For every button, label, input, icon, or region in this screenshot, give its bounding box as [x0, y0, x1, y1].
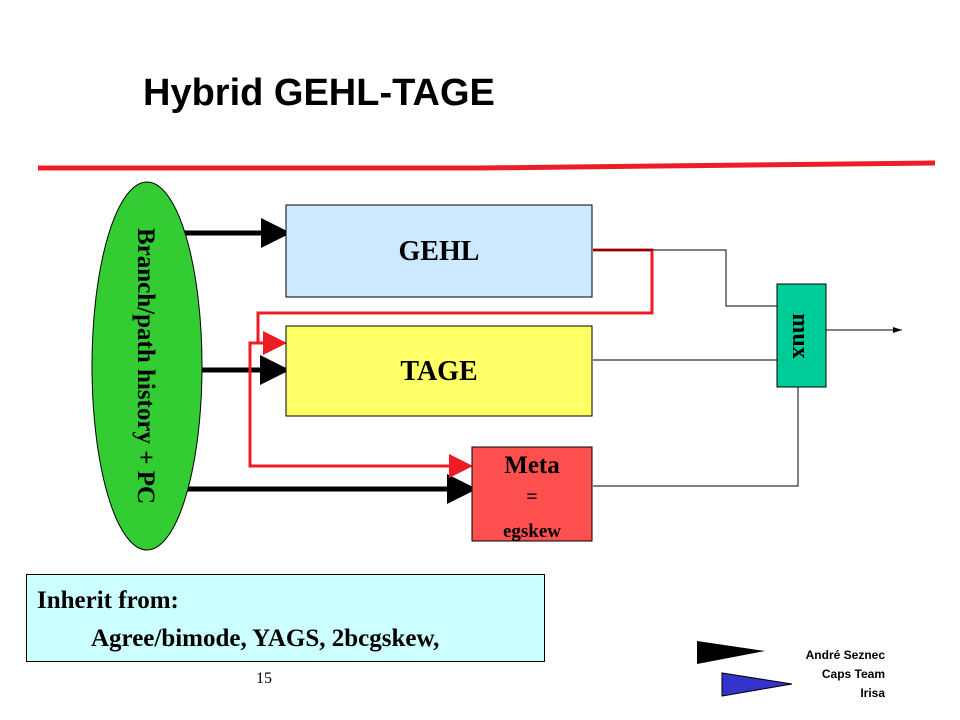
inherit-list: Agree/bimode, YAGS, 2bcgskew, [91, 625, 440, 652]
meta-box [471, 446, 593, 542]
mux-box [776, 283, 827, 388]
line-gehl-to-mux [593, 249, 777, 307]
slide-title: Hybrid GEHL-TAGE [143, 72, 495, 114]
author-team: Caps Team [821, 667, 885, 681]
title-rule [38, 160, 936, 171]
author-name: André Seznec [805, 648, 885, 662]
red-path-to-meta [248, 341, 473, 478]
gehl-box [285, 204, 593, 298]
author-institute: Irisa [860, 686, 885, 700]
tage-box [285, 325, 593, 417]
tage-label: TAGE [400, 356, 477, 387]
line-meta-to-mux [593, 387, 799, 487]
meta-equals: = [526, 486, 537, 508]
mux-label: mux [787, 313, 813, 358]
logo-blue-triangle [721, 672, 793, 697]
logo-black-triangle [697, 641, 765, 664]
inherit-box: Inherit from: Agree/bimode, YAGS, 2bcgsk… [26, 574, 545, 662]
history-ellipse [91, 181, 203, 551]
meta-egskew: egskew [503, 521, 561, 542]
history-label: Branch/path history + PC [132, 228, 159, 504]
meta-label: Meta [504, 452, 560, 479]
slide-number: 15 [256, 670, 272, 687]
logo [697, 641, 793, 697]
author-credit: André Seznec Caps Team Irisa [806, 646, 885, 703]
inherit-title: Inherit from: [37, 587, 179, 614]
gehl-label: GEHL [399, 236, 480, 267]
